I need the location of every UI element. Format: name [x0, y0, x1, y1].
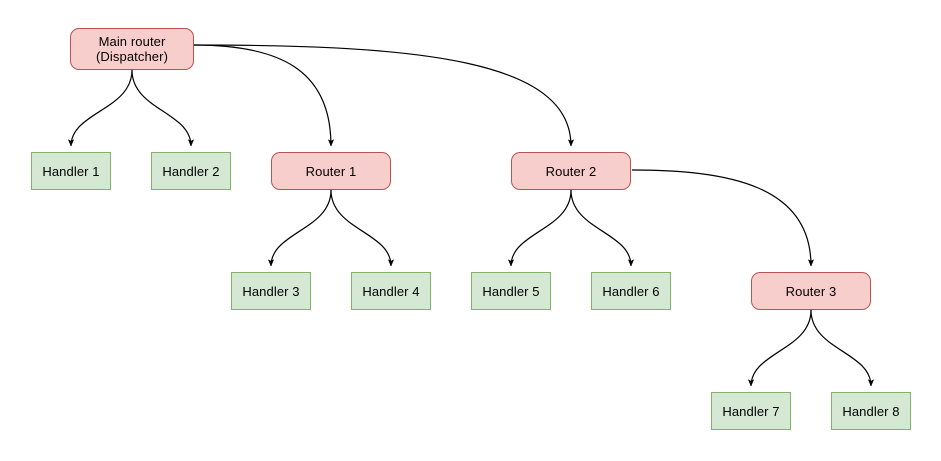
node-label-main-router: Main router (Dispatcher)	[96, 34, 168, 64]
node-label-router-2: Router 2	[545, 163, 597, 179]
edges-group	[67, 44, 875, 387]
node-label-handler-1: Handler 1	[42, 163, 100, 179]
edge-router-2-to-handler-6	[570, 189, 635, 267]
node-handler-6[interactable]: Handler 6	[591, 272, 671, 310]
node-label-handler-5: Handler 5	[482, 283, 540, 299]
edge-router-2-to-router-3	[631, 169, 815, 267]
node-handler-8[interactable]: Handler 8	[831, 392, 911, 430]
edge-router-1-to-handler-3	[267, 189, 332, 267]
node-handler-2[interactable]: Handler 2	[151, 152, 231, 190]
node-label-handler-2: Handler 2	[162, 163, 220, 179]
edge-main-router-to-handler-1	[67, 69, 133, 147]
node-main-router[interactable]: Main router (Dispatcher)	[70, 28, 194, 70]
node-label-handler-7: Handler 7	[722, 403, 780, 419]
edge-router-2-to-handler-5	[507, 189, 572, 267]
node-label-router-3: Router 3	[785, 283, 837, 299]
node-label-handler-4: Handler 4	[362, 283, 420, 299]
node-handler-3[interactable]: Handler 3	[231, 272, 311, 310]
edge-main-router-to-router-1	[193, 44, 335, 147]
edge-router-3-to-handler-7	[747, 309, 812, 387]
node-router-3[interactable]: Router 3	[751, 272, 871, 310]
edge-main-router-to-handler-2	[131, 69, 195, 147]
node-handler-4[interactable]: Handler 4	[351, 272, 431, 310]
node-label-handler-3: Handler 3	[242, 283, 300, 299]
node-handler-1[interactable]: Handler 1	[31, 152, 111, 190]
node-handler-5[interactable]: Handler 5	[471, 272, 551, 310]
node-label-handler-8: Handler 8	[842, 403, 900, 419]
node-label-handler-6: Handler 6	[602, 283, 660, 299]
node-handler-7[interactable]: Handler 7	[711, 392, 791, 430]
edge-router-3-to-handler-8	[810, 309, 875, 387]
node-router-2[interactable]: Router 2	[511, 152, 631, 190]
node-router-1[interactable]: Router 1	[271, 152, 391, 190]
node-label-router-1: Router 1	[305, 163, 357, 179]
edge-router-1-to-handler-4	[330, 189, 395, 267]
edge-main-router-to-router-2	[193, 44, 575, 147]
